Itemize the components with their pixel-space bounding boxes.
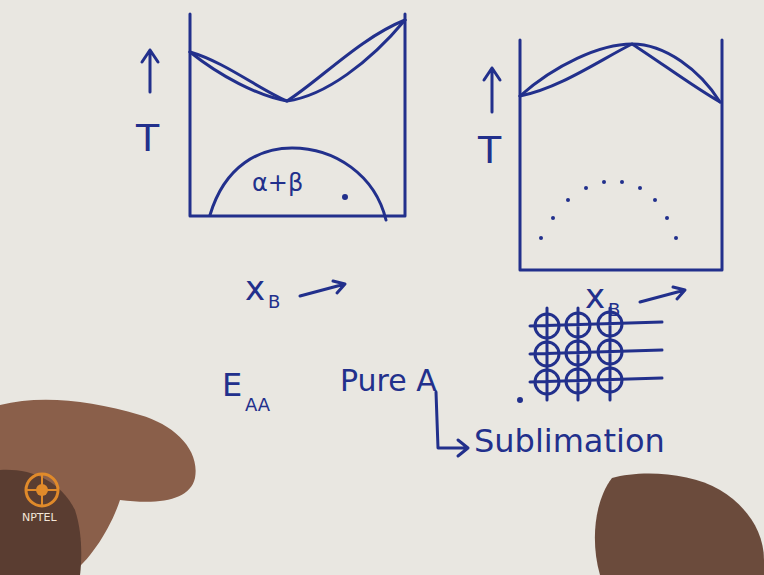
hand bbox=[595, 474, 764, 575]
up-arrow bbox=[484, 68, 500, 112]
miscibility-dome bbox=[210, 148, 386, 220]
subscript: B bbox=[268, 292, 280, 312]
dot bbox=[519, 399, 522, 402]
axis-label: x bbox=[585, 278, 605, 315]
axis-label: x bbox=[245, 270, 265, 307]
logo bbox=[26, 474, 58, 506]
logo-text: NPTEL bbox=[22, 512, 57, 524]
subscript: B bbox=[608, 300, 620, 320]
dotted-dome bbox=[539, 180, 678, 240]
solidus-curve bbox=[190, 20, 405, 101]
subscript: AA bbox=[245, 395, 270, 415]
right-arrow bbox=[640, 287, 685, 302]
solidus-curve bbox=[520, 44, 720, 102]
symbol-label: E bbox=[222, 368, 242, 403]
liquidus-curve bbox=[520, 44, 720, 102]
dot bbox=[344, 196, 347, 199]
note-label: Pure A bbox=[340, 364, 437, 397]
hook-arrow bbox=[436, 392, 468, 456]
hand bbox=[0, 470, 81, 575]
liquidus-curve bbox=[190, 20, 405, 101]
atom-lattice bbox=[530, 308, 662, 400]
up-arrow bbox=[142, 50, 158, 92]
note-label: Sublimation bbox=[474, 424, 665, 459]
hand bbox=[0, 400, 196, 575]
axis-frame bbox=[520, 40, 722, 270]
axis-label: T bbox=[478, 130, 501, 172]
axis-label: T bbox=[136, 118, 159, 160]
phase-label: α+β bbox=[252, 170, 303, 196]
right-arrow bbox=[300, 281, 345, 296]
